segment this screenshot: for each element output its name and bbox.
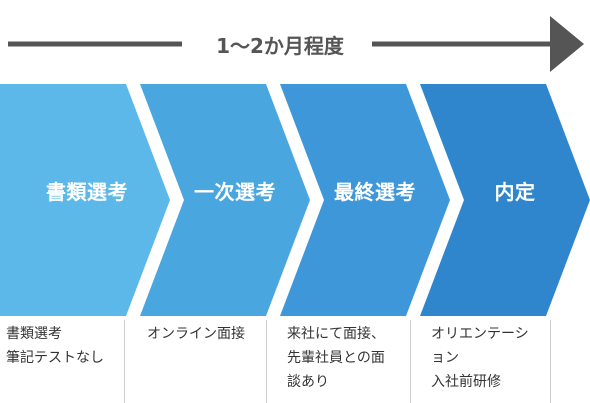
step-detail-2: オンライン面接	[124, 320, 266, 403]
step-label-document-screening: 書類選考	[46, 179, 128, 204]
step-chevron-4	[420, 84, 590, 316]
detail-line: オンライン面接	[147, 326, 245, 342]
detail-line: 来社にて面接、	[287, 326, 385, 342]
step-label-offer: 内定	[494, 179, 536, 204]
detail-line: 書類選考	[6, 326, 62, 342]
step-detail-4: オリエンテーシ ョン 入社前研修	[410, 320, 550, 403]
step-chevron-3	[280, 84, 450, 316]
detail-line: 入社前研修	[431, 374, 501, 390]
step-chevron-2	[140, 84, 310, 316]
detail-line: 先輩社員との面	[287, 350, 385, 366]
detail-line: 談あり	[287, 374, 329, 390]
detail-line: 筆記テストなし	[6, 350, 104, 366]
duration-label: 1〜2か月程度	[216, 33, 344, 58]
step-detail-1: 書類選考 筆記テストなし	[0, 320, 124, 403]
detail-line: オリエンテーシ	[431, 326, 529, 342]
step-label-first-interview: 一次選考	[194, 179, 276, 204]
detail-line: ョン	[431, 350, 459, 366]
step-chevron-1	[0, 84, 170, 316]
timeline-arrowhead	[550, 16, 584, 72]
step-detail-3: 来社にて面接、 先輩社員との面 談あり	[266, 320, 410, 403]
step-label-final-interview: 最終選考	[334, 179, 416, 204]
step-detail-end-divider	[550, 320, 590, 403]
